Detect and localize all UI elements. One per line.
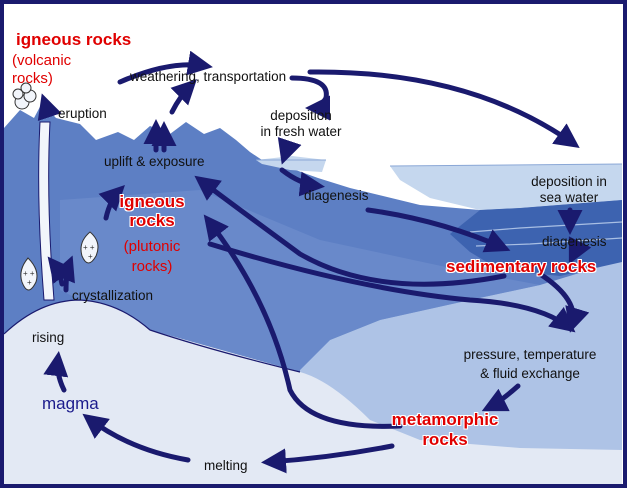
svg-text:+ +: + + (83, 243, 95, 252)
label-rising: rising (32, 330, 64, 346)
label-diagenesis-fresh: diagenesis (304, 188, 369, 204)
label-volcanic-line2: rocks) (12, 70, 53, 88)
arrow-weathering-loop (292, 78, 326, 108)
label-crystallization: crystallization (72, 288, 153, 304)
label-uplift: uplift & exposure (104, 154, 205, 170)
arrow-lake-down (284, 146, 288, 158)
label-plutonic-line2: rocks) (110, 258, 194, 276)
label-deposition-sea-1: deposition in (518, 174, 620, 190)
label-eruption: eruption (58, 106, 107, 122)
label-diagenesis-sea: diagenesis (542, 234, 607, 250)
arrow-to-eruption (44, 100, 48, 110)
label-deposition-sea-2: sea water (518, 190, 620, 206)
arrow-to-sea-deposition (310, 72, 574, 144)
label-plutonic-line1: (plutonic (110, 238, 194, 256)
label-metamorphic-2: rocks (386, 430, 504, 449)
label-deposition-fresh-1: deposition (254, 108, 348, 124)
label-magma: magma (42, 396, 99, 412)
svg-text:+: + (88, 252, 93, 261)
label-sedimentary: sedimentary rocks (446, 257, 596, 276)
svg-text:+ +: + + (23, 269, 35, 278)
label-deposition-fresh-2: in fresh water (254, 124, 348, 140)
svg-text:+: + (27, 278, 32, 287)
label-melting: melting (204, 458, 248, 474)
label-metamorphic-1: metamorphic (386, 410, 504, 429)
label-pressure-2: & fluid exchange (440, 366, 620, 382)
label-pressure-1: pressure, temperature (440, 347, 620, 363)
label-igneous-volcanic: igneous rocks (16, 30, 131, 49)
label-weathering: weathering, transportation (130, 69, 286, 85)
label-igneous-plutonic-2: rocks (110, 211, 194, 230)
arrow-to-weathering (172, 84, 192, 112)
label-volcanic-line1: (volcanic (12, 52, 71, 70)
label-igneous-plutonic-1: igneous (110, 192, 194, 211)
